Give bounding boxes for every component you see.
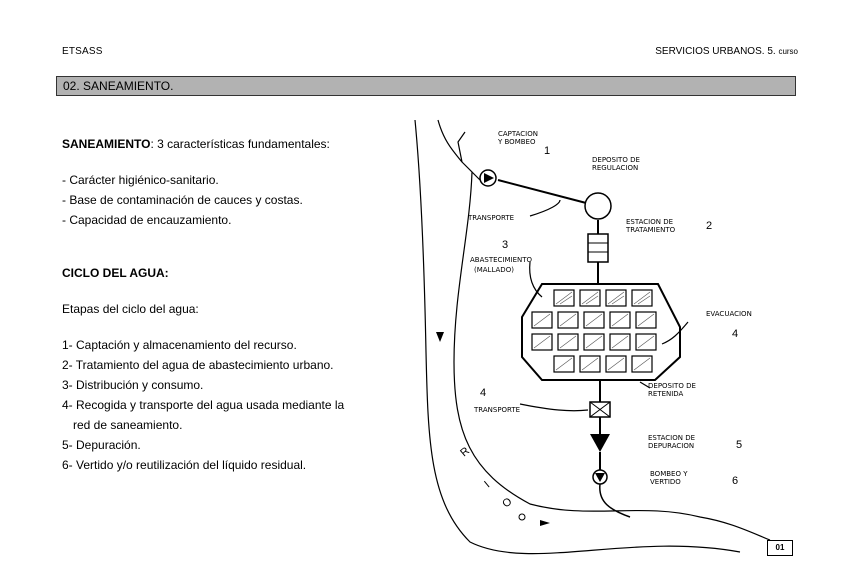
water-cycle-diagram: CAPTACION Y BOMBEO 1 DEPOSITO DE REGULAC… <box>414 119 771 555</box>
label-captacion: Y BOMBEO <box>497 138 536 146</box>
intake-pipe <box>471 171 481 181</box>
label-bombeo-vertido: BOMBEO Y <box>650 470 688 478</box>
saneamiento-item: - Base de contaminación de cauces y cost… <box>62 193 303 207</box>
saneamiento-heading: SANEAMIENTO: 3 características fundament… <box>62 134 407 154</box>
river-mark-circle <box>518 513 526 521</box>
treatment-box <box>587 233 609 263</box>
transport-pipe <box>497 179 591 205</box>
label-number: 4 <box>480 387 486 399</box>
label-estacion-tratamiento: ESTACION DE <box>626 218 673 226</box>
leader-transporte <box>529 199 561 217</box>
label-abastecimiento: (MALLADO) <box>474 266 514 274</box>
label-number: 1 <box>544 145 550 157</box>
label-number: 4 <box>732 328 738 340</box>
river-bank-left <box>414 119 741 555</box>
leader-evacuacion <box>661 321 689 345</box>
saneamiento-item: - Carácter higiénico-sanitario. <box>62 173 219 187</box>
leader-abastecimiento <box>529 261 543 298</box>
label-deposito-retenida: RETENIDA <box>648 390 684 398</box>
intake-structure <box>457 131 466 163</box>
label-transporte-top: TRANSPORTE <box>467 214 514 222</box>
section-title: 02. SANEAMIENTO. <box>56 76 796 96</box>
label-estacion-depuracion: DEPURACION <box>648 442 694 450</box>
discharge-pump-icon <box>595 473 605 482</box>
label-number: 2 <box>706 220 712 232</box>
discharge-pipe <box>599 483 631 518</box>
page-number: 01 <box>767 540 793 556</box>
purification-icon <box>590 434 610 452</box>
header-course-main: SERVICIOS URBANOS. 5. <box>655 46 779 57</box>
label-transporte-bottom: TRANSPORTE <box>473 406 520 414</box>
label-evacuacion: EVACUACION <box>706 310 752 318</box>
river-letter: I <box>482 479 492 490</box>
river-letter: O <box>500 495 515 510</box>
ciclo-heading: CICLO DEL AGUA: <box>62 263 407 283</box>
ciclo-heading-bold: CICLO DEL AGUA: <box>62 266 169 280</box>
leader-retenida <box>639 381 651 389</box>
label-number: 3 <box>502 239 508 251</box>
label-number: 6 <box>732 475 738 487</box>
saneamiento-heading-bold: SANEAMIENTO <box>62 137 151 151</box>
ciclo-intro: Etapas del ciclo del agua: <box>62 302 199 316</box>
text-column: SANEAMIENTO: 3 características fundament… <box>62 134 407 475</box>
label-deposito-regulacion: DEPOSITO DE <box>592 156 640 164</box>
ciclo-step: 1- Captación y almacenamiento del recurs… <box>62 338 297 352</box>
ciclo-step: red de saneamiento. <box>73 418 183 432</box>
network-hatching <box>533 291 655 371</box>
river-flow-arrow-icon <box>436 332 444 342</box>
label-estacion-tratamiento: TRATAMIENTO <box>625 226 676 234</box>
ciclo-step: 5- Depuración. <box>62 438 141 452</box>
ciclo-step: 4- Recogida y transporte del agua usada … <box>62 398 345 412</box>
label-deposito-regulacion: REGULACION <box>592 164 638 172</box>
label-captacion: CAPTACION <box>498 130 538 138</box>
regulation-tank-circle <box>584 192 612 220</box>
header-course-small: curso <box>778 47 798 56</box>
saneamiento-item: - Capacidad de encauzamiento. <box>62 213 232 227</box>
label-estacion-depuracion: ESTACION DE <box>648 434 695 442</box>
ciclo-step: 2- Tratamiento del agua de abastecimient… <box>62 358 334 372</box>
saneamiento-heading-suffix: : 3 características fundamentales: <box>150 137 330 151</box>
header-course: SERVICIOS URBANOS. 5. curso <box>655 46 798 57</box>
network-outline <box>521 283 681 381</box>
label-number: 5 <box>736 439 742 451</box>
ciclo-step: 3- Distribución y consumo. <box>62 378 204 392</box>
label-deposito-retenida: DEPOSITO DE <box>648 382 696 390</box>
leader-transporte-bottom <box>519 403 589 412</box>
network-blocks <box>531 289 657 373</box>
ciclo-step: 6- Vertido y/o reutilización del líquido… <box>62 458 307 472</box>
header-school: ETSASS <box>62 46 103 57</box>
retention-cross <box>589 401 611 418</box>
label-bombeo-vertido: VERTIDO <box>650 478 681 486</box>
label-abastecimiento: ABASTECIMIENTO <box>470 256 533 264</box>
pump-arrow-icon <box>484 173 494 183</box>
river-flow-arrow-icon <box>540 520 550 526</box>
